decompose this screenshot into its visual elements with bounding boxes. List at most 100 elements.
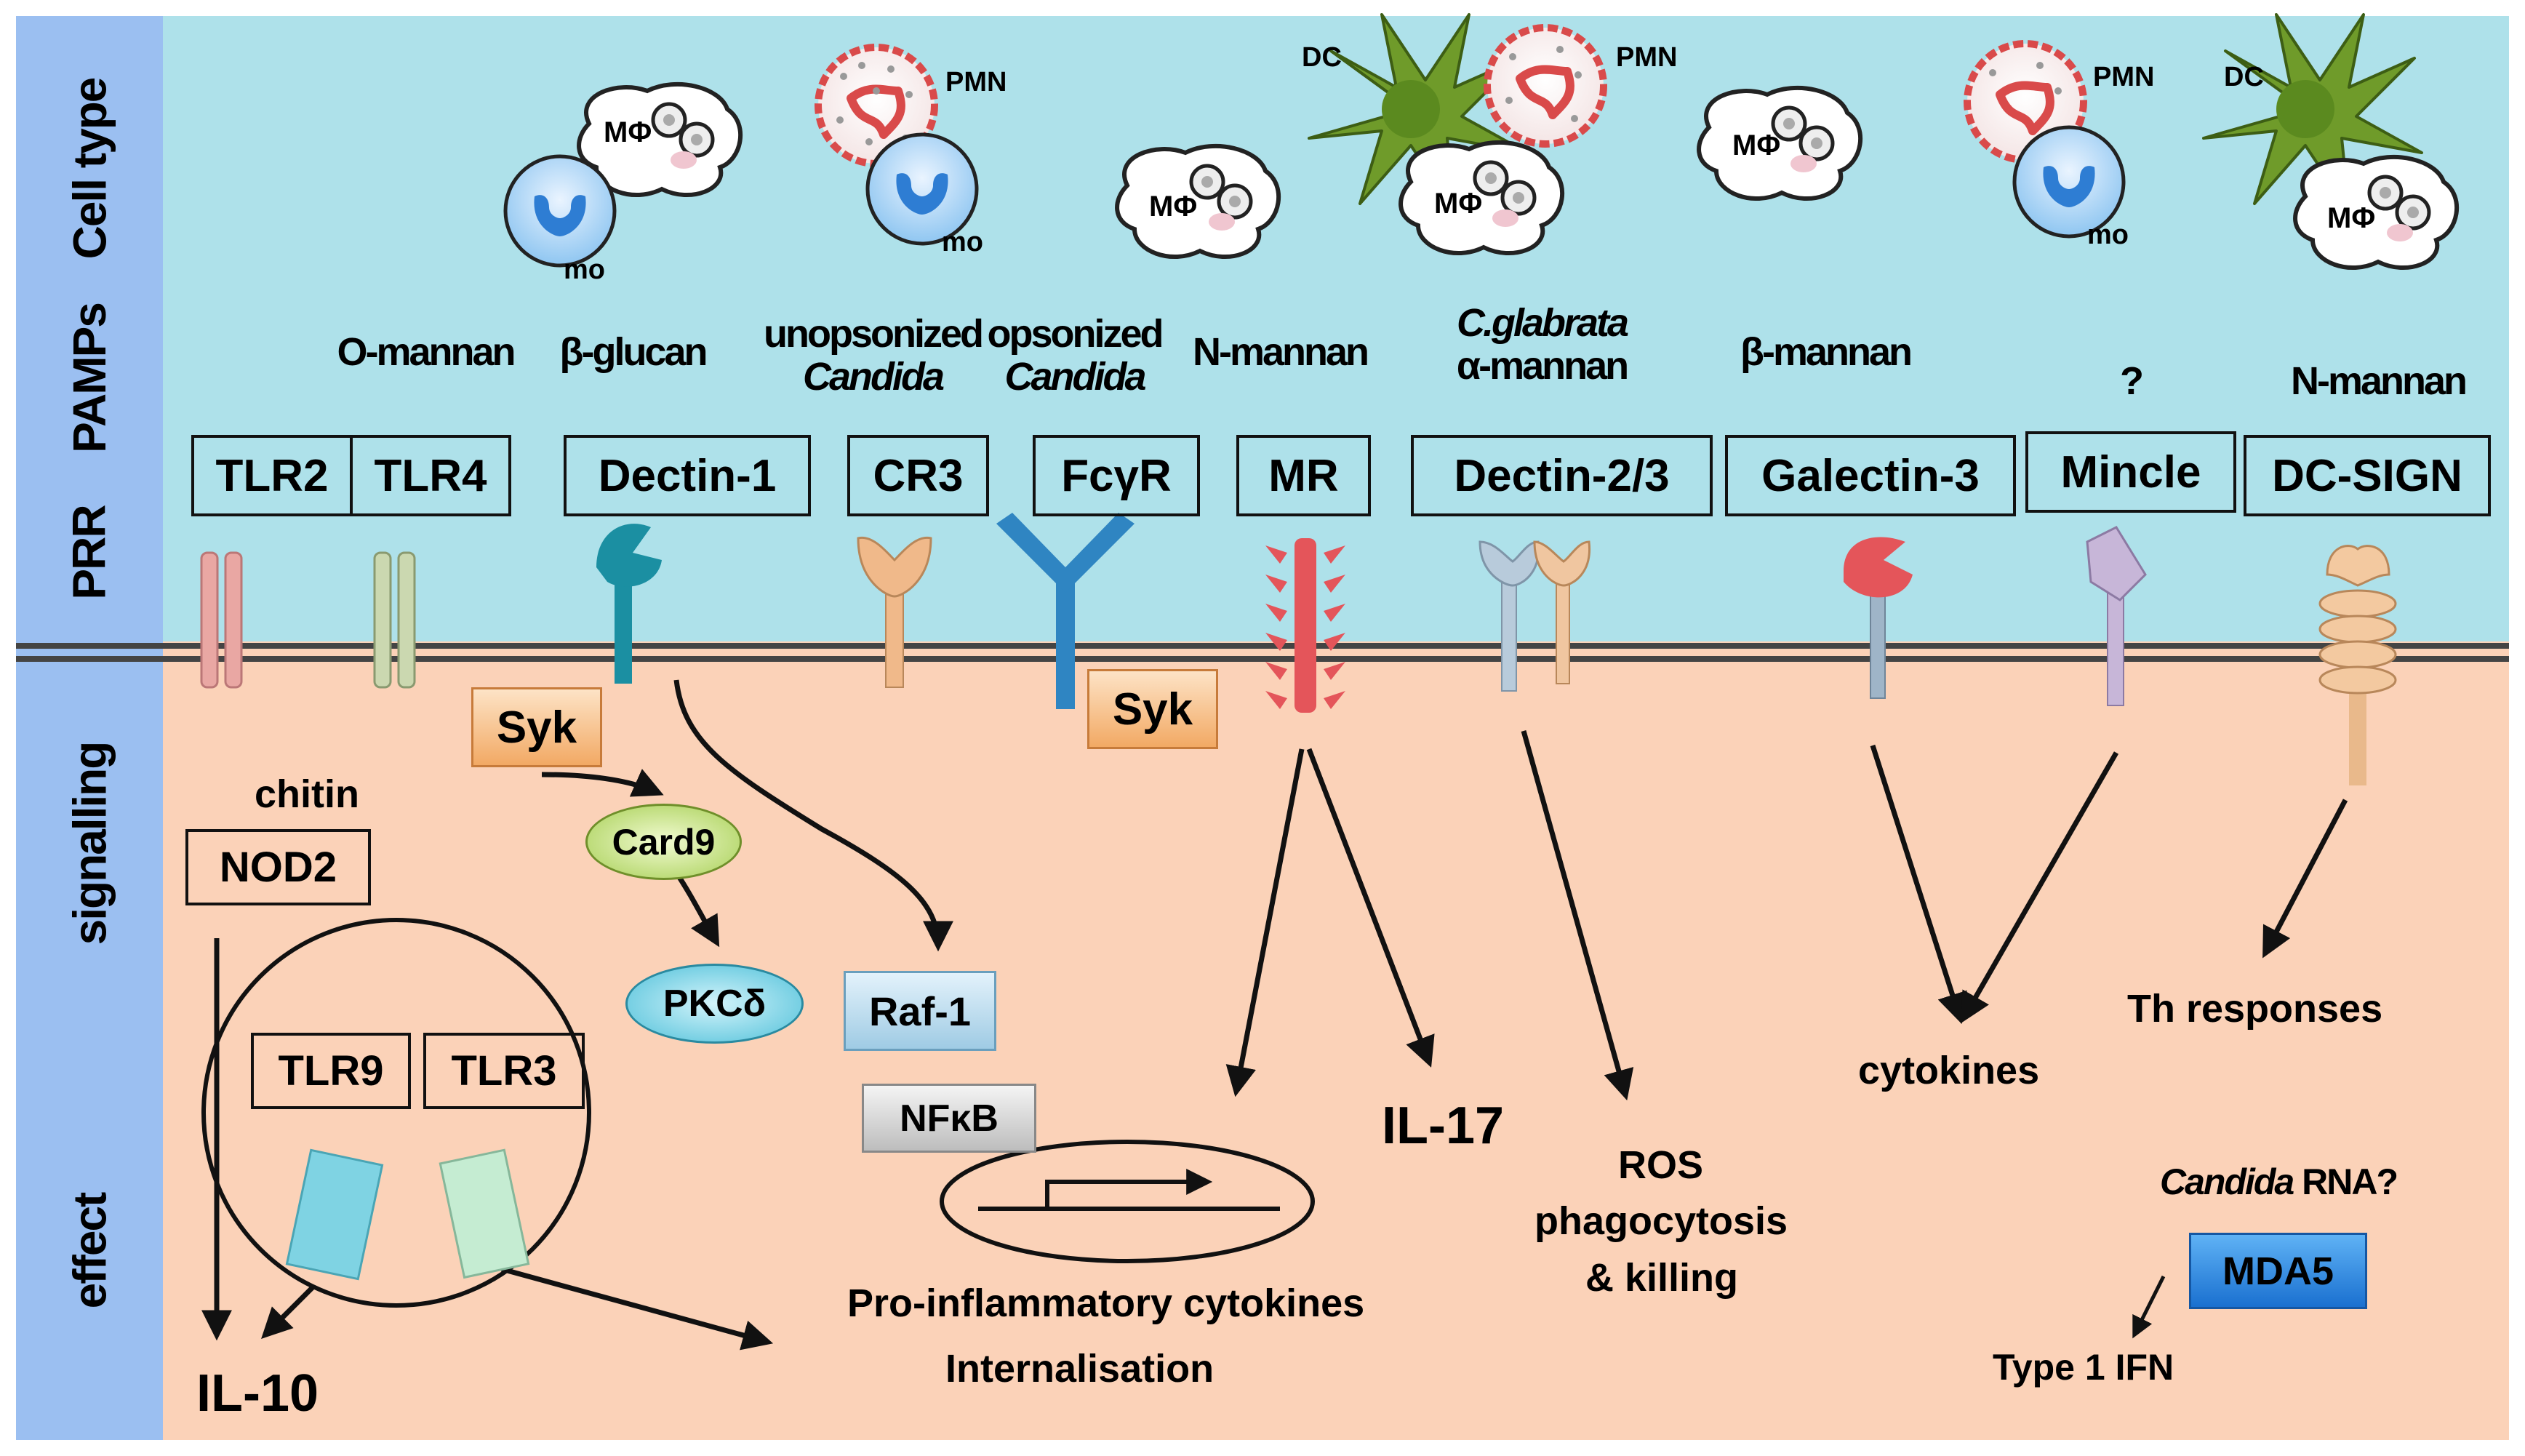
ros-label: ROS	[1618, 1143, 1704, 1187]
syk-box: Syk	[1087, 669, 1218, 749]
macrophage-cell	[2293, 154, 2459, 270]
prr-mr: MR	[1236, 435, 1371, 516]
tlr2-receptor	[200, 551, 243, 689]
row-label-signalling: signalling	[16, 705, 163, 982]
arrow-dectin23-ros	[1521, 730, 1634, 1101]
cr3-receptor	[857, 536, 932, 688]
tlr3-receptor	[439, 1148, 530, 1279]
neutrophil-cell	[1484, 24, 1607, 148]
row-label-text: Cell type	[63, 78, 116, 260]
prr-galectin-3: Galectin-3	[1725, 435, 2016, 516]
row-label-text: signalling	[63, 742, 116, 945]
nucleus	[940, 1140, 1315, 1263]
row-label-bar	[16, 16, 163, 1440]
pro-inflammatory-label: Pro-inflammatory cytokines	[847, 1281, 1365, 1325]
card9-node: Card9	[585, 804, 742, 880]
chitin-label: chitin	[255, 772, 359, 816]
arrow-mincle-cytokines	[1960, 751, 2119, 1024]
arrow-card9-pkc	[674, 871, 720, 948]
dendritic-cell	[1308, 13, 1529, 212]
mr-receptor	[1265, 538, 1345, 713]
neutrophil-cell	[815, 44, 938, 167]
internalisation-label: Internalisation	[945, 1347, 1215, 1391]
prr-dectin-2-3: Dectin-2/3	[1411, 435, 1713, 516]
bottom-band	[16, 641, 2509, 1440]
pamp-o-mannan: O-mannan	[337, 330, 516, 374]
type-1-ifn-label: Type 1 IFN	[1993, 1347, 2174, 1388]
neutrophil-label: PMN	[1616, 42, 1678, 73]
macrophage-cell	[1398, 140, 1564, 255]
prr-fcgr: FcγR	[1033, 435, 1200, 516]
macrophage-cell	[1115, 143, 1281, 259]
cytokines-label: cytokines	[1858, 1049, 2040, 1092]
candida-italic: Candida	[2160, 1161, 2294, 1202]
pamp-beta-mannan: β-mannan	[1740, 330, 1913, 374]
macrophage-label: MΦ	[1434, 188, 1483, 220]
mda5-box: MDA5	[2189, 1233, 2367, 1309]
row-label-prr: PRR	[16, 465, 163, 640]
prr-cr3: CR3	[847, 435, 989, 516]
arrow-dcsign-th	[2262, 799, 2348, 959]
top-band	[16, 16, 2509, 641]
macrophage-label: MΦ	[2327, 202, 2376, 234]
rna-text: RNA?	[2293, 1161, 2398, 1202]
macrophage-label: MΦ	[1732, 129, 1781, 161]
raf-1-box: Raf-1	[844, 971, 996, 1051]
monocyte-cell	[2012, 125, 2126, 239]
syk-box: Syk	[471, 687, 602, 767]
pamp-line: opsonized	[987, 312, 1164, 356]
dendritic-label: DC	[1302, 42, 1342, 73]
pamp-line: α-mannan	[1456, 344, 1629, 388]
pamp-line-italic: C.glabrata	[1456, 301, 1629, 345]
tlr3-box: TLR3	[423, 1033, 585, 1109]
pamp-line-italic: Candida	[802, 355, 945, 399]
pamp-n-mannan: N-mannan	[1192, 330, 1369, 374]
il-17-label: IL-17	[1382, 1097, 1505, 1155]
macrophage-label: MΦ	[1149, 191, 1198, 223]
th-responses-label: Th responses	[2127, 987, 2383, 1031]
prr-dc-sign: DC-SIGN	[2244, 435, 2491, 516]
macrophage-label: MΦ	[604, 116, 652, 148]
arrow-tlr3-proinflam	[501, 1266, 774, 1351]
row-label-cell-type: Cell type	[16, 16, 163, 321]
monocyte-label: mo	[942, 227, 983, 257]
dc-sign-receptor	[2318, 545, 2397, 785]
tlr9-box: TLR9	[251, 1033, 411, 1109]
tlr4-receptor	[373, 551, 416, 689]
pamp-c-glabrata-alpha-mannan: C.glabrata α-mannan	[1425, 301, 1658, 388]
monocyte-cell	[503, 154, 617, 268]
transcription-symbol	[978, 1182, 1280, 1211]
killing-label: & killing	[1585, 1256, 1739, 1300]
dendritic-cell	[2202, 13, 2423, 212]
pkc-delta-node: PKCδ	[625, 964, 804, 1044]
mincle-receptor	[2086, 526, 2147, 706]
fcgr-receptor	[996, 513, 1135, 709]
arrow-galectin-cytokines	[1870, 744, 1967, 1025]
nfkb-box: NFκB	[862, 1084, 1036, 1153]
monocyte-label: mo	[564, 255, 605, 285]
galectin-3-receptor	[1844, 537, 1913, 699]
prr-tlr4: TLR4	[350, 435, 511, 516]
candida-rna-label: Candida RNA?	[2160, 1161, 2398, 1202]
pamp-line: unopsonized	[764, 312, 984, 356]
pamp-unknown: ?	[2120, 359, 2144, 403]
neutrophil-label: PMN	[2093, 62, 2155, 92]
row-label-effect: effect	[16, 1091, 163, 1411]
nod2-box: NOD2	[185, 829, 371, 905]
pamp-unopsonized-candida: unopsonized Candida	[764, 312, 984, 399]
pamp-opsonized-candida: opsonized Candida	[978, 312, 1171, 399]
pamp-n-mannan: N-mannan	[2290, 359, 2468, 403]
prr-tlr2: TLR2	[191, 435, 353, 516]
phagocytosis-label: phagocytosis	[1534, 1199, 1788, 1243]
neutrophil-label: PMN	[945, 67, 1007, 97]
row-label-text: effect	[63, 1193, 116, 1309]
dectin-1-receptor	[596, 524, 662, 684]
arrow-dectin-raf1	[673, 679, 953, 952]
arrow-mda5-ifn	[2132, 1275, 2166, 1339]
pamp-line-italic: Candida	[1004, 355, 1146, 399]
prr-dectin-1: Dectin-1	[564, 435, 811, 516]
arrow-syk-card9	[541, 769, 664, 797]
arrow-tlr9-il10	[261, 1285, 315, 1339]
arrow-mr-il17	[1306, 748, 1435, 1068]
dectin-2-3-receptor	[1478, 540, 1591, 692]
